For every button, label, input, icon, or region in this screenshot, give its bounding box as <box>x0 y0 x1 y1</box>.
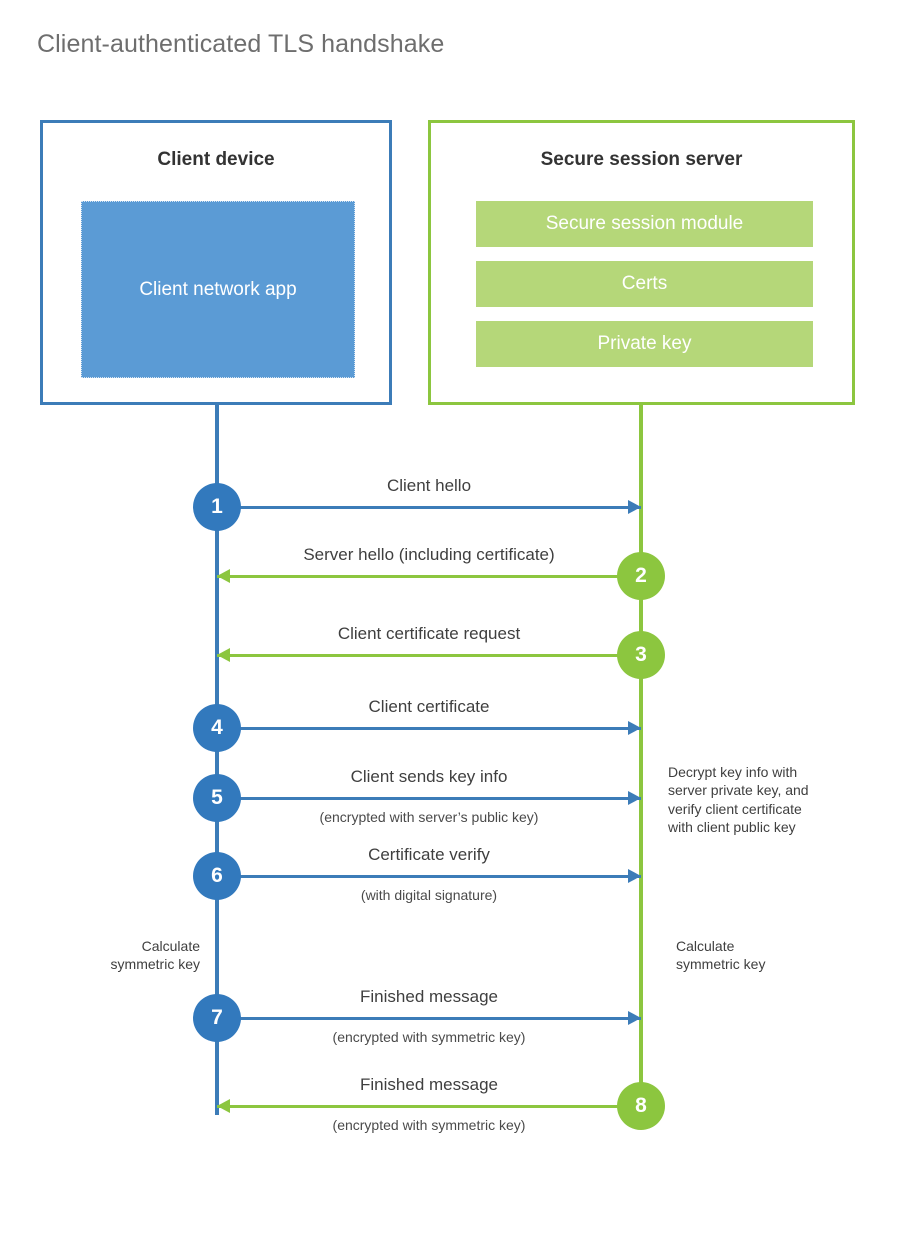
message-arrow-line <box>217 654 641 657</box>
message-label: Client certificate request <box>337 624 521 643</box>
arrow-head-icon <box>628 500 641 514</box>
component-secure-session-module: Secure session module <box>476 201 813 247</box>
arrow-head-icon <box>217 648 230 662</box>
message-label: Certificate verify <box>368 845 490 864</box>
message-arrow-line <box>217 727 641 730</box>
message-arrow-line <box>217 1105 641 1108</box>
component-private-key: Private key <box>476 321 813 367</box>
actor-title-client: Client device <box>157 149 275 170</box>
arrow-head-icon <box>628 721 641 735</box>
step-badge-1[interactable]: 1 <box>193 483 241 531</box>
step-badge-2[interactable]: 2 <box>617 552 665 600</box>
lifeline-client <box>215 403 219 1115</box>
component-client-network-app: Client network app <box>81 201 355 378</box>
message-arrow-line <box>217 1017 641 1020</box>
message-sublabel: (encrypted with symmetric key) <box>332 1029 526 1045</box>
step-badge-5[interactable]: 5 <box>193 774 241 822</box>
step-badge-8[interactable]: 8 <box>617 1082 665 1130</box>
step-badge-6[interactable]: 6 <box>193 852 241 900</box>
component-certs: Certs <box>476 261 813 307</box>
page-title: Client-authenticated TLS handshake <box>37 30 445 58</box>
actor-title-server: Secure session server <box>540 149 743 170</box>
actor-box-server: Secure session server Secure session mod… <box>428 120 855 405</box>
message-sublabel: (encrypted with symmetric key) <box>332 1117 526 1133</box>
lifeline-server <box>639 403 643 1105</box>
message-label: Finished message <box>360 1075 498 1094</box>
message-label: Finished message <box>360 987 498 1006</box>
message-label: Client sends key info <box>350 767 508 786</box>
message-arrow-line <box>217 797 641 800</box>
message-label: Server hello (including certificate) <box>303 545 555 564</box>
message-arrow-line <box>217 875 641 878</box>
message-label: Client hello <box>386 476 472 495</box>
step-badge-4[interactable]: 4 <box>193 704 241 752</box>
arrow-head-icon <box>628 1011 641 1025</box>
arrow-head-icon <box>628 869 641 883</box>
arrow-head-icon <box>217 1099 230 1113</box>
message-label: Client certificate <box>368 697 490 716</box>
step-badge-7[interactable]: 7 <box>193 994 241 1042</box>
message-arrow-line <box>217 506 641 509</box>
actor-box-client: Client device Client network app <box>40 120 392 405</box>
arrow-head-icon <box>628 791 641 805</box>
message-arrow-line <box>217 575 641 578</box>
message-sublabel: (encrypted with server’s public key) <box>319 809 539 825</box>
message-sublabel: (with digital signature) <box>360 887 498 903</box>
arrow-head-icon <box>217 569 230 583</box>
step-badge-3[interactable]: 3 <box>617 631 665 679</box>
